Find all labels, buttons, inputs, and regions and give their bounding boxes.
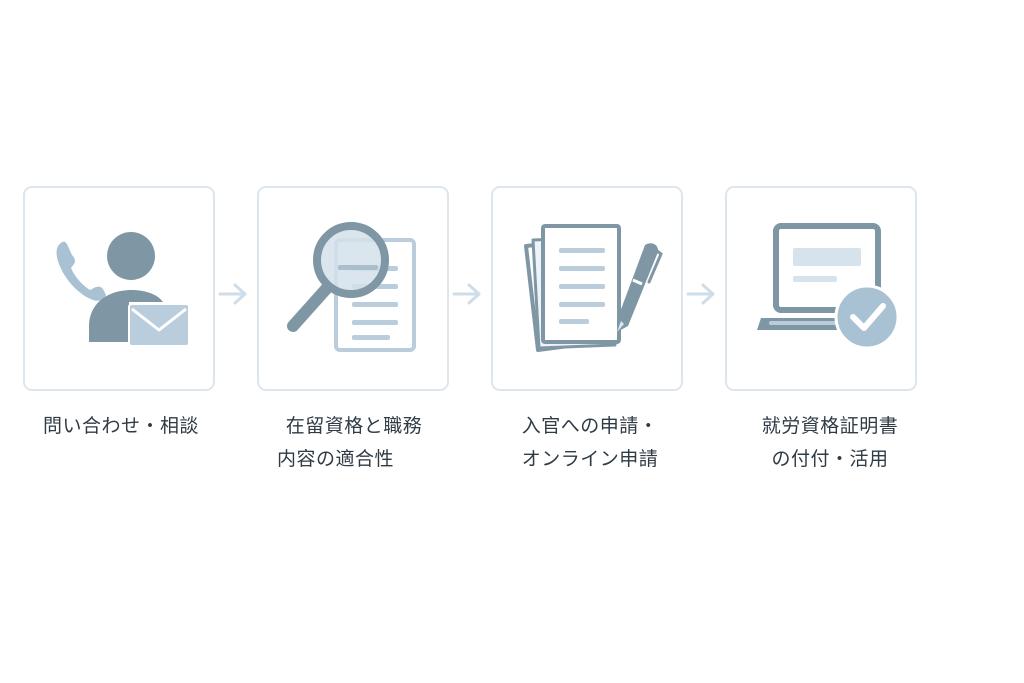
step-label-line: 問い合わせ・相談 <box>42 415 199 437</box>
magnifier-document-icon <box>287 222 416 352</box>
step-label-eligibility: 在留資格と職務 内容の適合性 <box>239 410 469 476</box>
step-label-line: オンライン申請 <box>521 448 659 470</box>
step-label-certificate: 就労資格証明書 の付付・活用 <box>715 410 945 476</box>
step-label-line: 在留資格と職務 <box>285 415 423 437</box>
phone-person-mail-icon <box>56 232 190 347</box>
step-label-line: の付付・活用 <box>771 448 889 470</box>
step-label-inquiry: 問い合わせ・相談 <box>6 410 236 443</box>
arrow-right-icon <box>218 283 247 305</box>
arrow-right-icon <box>686 283 715 305</box>
step-label-line: 内容の適合性 <box>277 448 395 470</box>
arrow-right-icon <box>452 283 481 305</box>
step-card-application <box>491 186 683 391</box>
laptop-check-icon <box>757 223 900 350</box>
documents-pen-icon <box>524 224 663 352</box>
step-card-eligibility <box>257 186 449 391</box>
step-label-line: 入官への申請・ <box>521 415 659 437</box>
step-card-inquiry <box>23 186 215 391</box>
step-card-certificate <box>725 186 917 391</box>
step-label-line: 就労資格証明書 <box>761 415 899 437</box>
step-label-application: 入官への申請・ オンライン申請 <box>475 410 705 476</box>
